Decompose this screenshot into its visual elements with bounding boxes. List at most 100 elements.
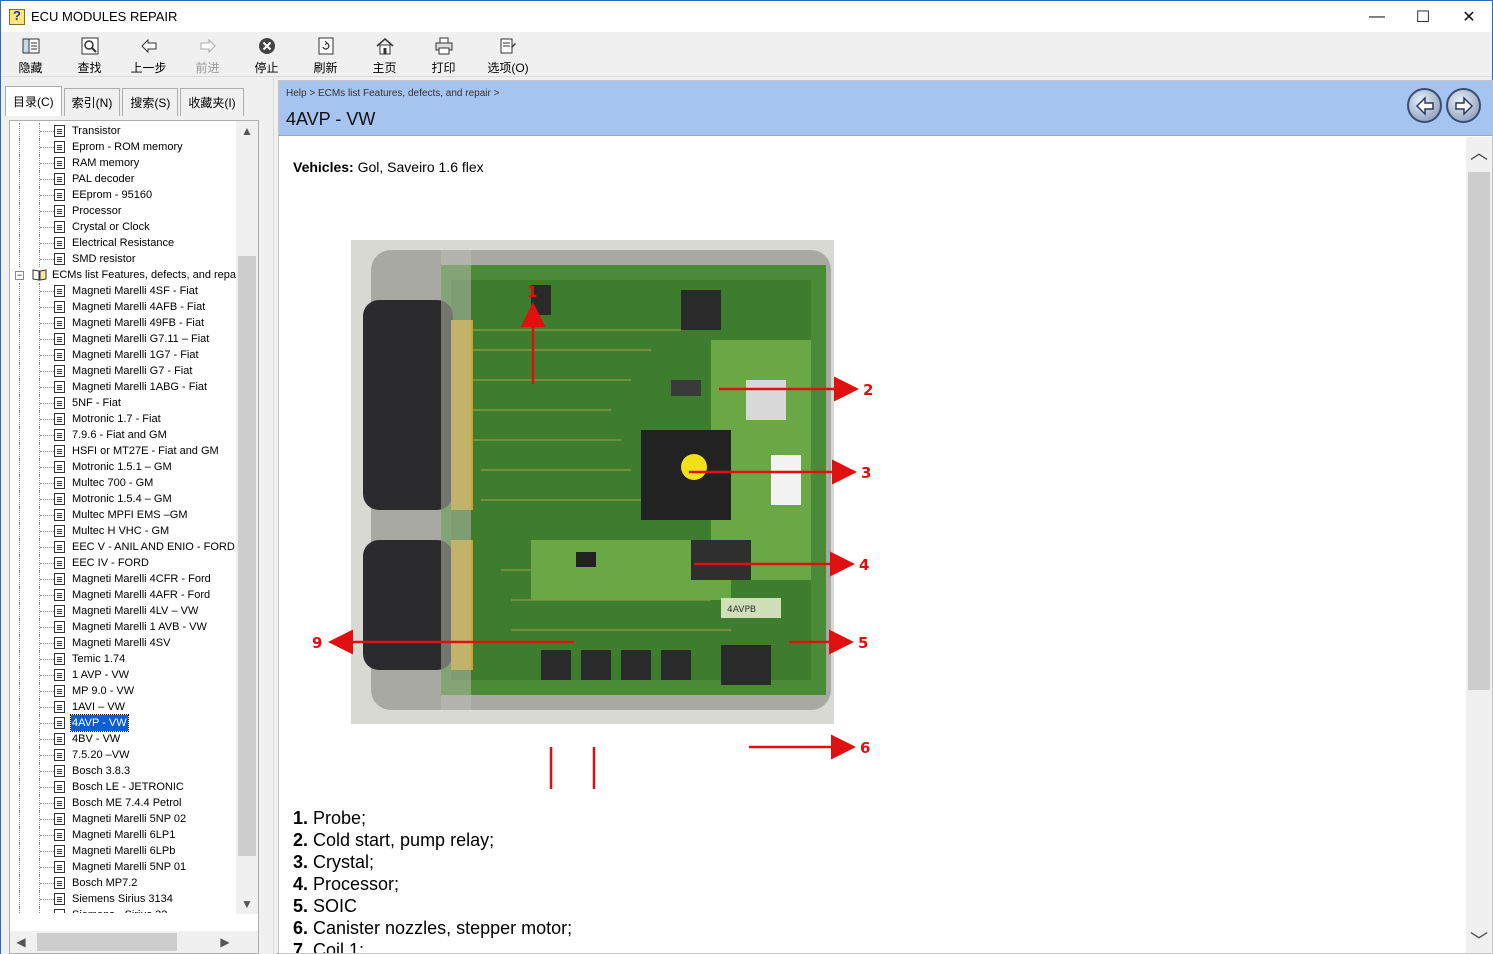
tree-item-label[interactable]: Motronic 1.5.4 – GM: [72, 493, 172, 505]
tree-item-label[interactable]: PAL decoder: [72, 173, 135, 185]
tree-item[interactable]: Magneti Marelli 1ABG - Fiat: [10, 379, 238, 395]
tree-item-label[interactable]: Magneti Marelli 1 AVB - VW: [72, 621, 207, 633]
tab-index[interactable]: 索引(N): [63, 88, 121, 116]
refresh-button[interactable]: 刷新: [296, 32, 355, 77]
previous-topic-button[interactable]: [1407, 88, 1442, 123]
tree-item-label[interactable]: Magneti Marelli 5NP 02: [72, 813, 187, 825]
tree-item-label[interactable]: Crystal or Clock: [72, 221, 150, 233]
tree-item[interactable]: Crystal or Clock: [10, 219, 238, 235]
tree-item[interactable]: Motronic 1.7 - Fiat: [10, 411, 238, 427]
tree-book-ecms-list[interactable]: −ECMs list Features, defects, and repa: [10, 267, 238, 283]
tree-item-label[interactable]: 4AVP - VW: [70, 714, 129, 732]
tree-item[interactable]: MP 9.0 - VW: [10, 683, 238, 699]
tree-item[interactable]: Motronic 1.5.4 – GM: [10, 491, 238, 507]
tree-horizontal-scrollbar[interactable]: ◀ ▶: [10, 931, 258, 953]
tree-item-label[interactable]: Magneti Marelli 49FB - Fiat: [72, 317, 205, 329]
tree-item[interactable]: Magneti Marelli 5NP 01: [10, 859, 238, 875]
stop-button[interactable]: 停止: [237, 32, 296, 77]
tree-item[interactable]: 7.5.20 –VW: [10, 747, 238, 763]
tree-item[interactable]: Magneti Marelli 4SV: [10, 635, 238, 651]
tree-item[interactable]: Motronic 1.5.1 – GM: [10, 459, 238, 475]
tree-item[interactable]: 5NF - Fiat: [10, 395, 238, 411]
find-button[interactable]: 查找: [60, 32, 119, 77]
scroll-right-icon[interactable]: ▶: [220, 935, 230, 949]
tree-item-label[interactable]: RAM memory: [72, 157, 140, 169]
tree-item-label[interactable]: Magneti Marelli 4SF - Fiat: [72, 285, 198, 297]
tree-item-label[interactable]: Motronic 1.7 - Fiat: [72, 413, 161, 425]
tree-item[interactable]: 7.9.6 - Fiat and GM: [10, 427, 238, 443]
pane-splitter[interactable]: [273, 78, 277, 954]
next-topic-button[interactable]: [1446, 88, 1481, 123]
tree-item[interactable]: Magneti Marelli 4LV – VW: [10, 603, 238, 619]
tree-item[interactable]: Magneti Marelli G7.11 – Fiat: [10, 331, 238, 347]
tree-item-label[interactable]: Bosch 3.8.3: [72, 765, 131, 777]
forward-button[interactable]: 前进: [178, 32, 237, 77]
tree-item[interactable]: Magneti Marelli 4AFR - Ford: [10, 587, 238, 603]
tree-item[interactable]: Magneti Marelli 1G7 - Fiat: [10, 347, 238, 363]
tab-contents[interactable]: 目录(C): [5, 86, 62, 116]
tree-item-label[interactable]: 7.9.6 - Fiat and GM: [72, 429, 167, 441]
tree-item[interactable]: HSFI or MT27E - Fiat and GM: [10, 443, 238, 459]
tree-item-label[interactable]: 1AVI – VW: [72, 701, 125, 713]
tree-item-label[interactable]: Bosch ME 7.4.4 Petrol: [72, 797, 182, 809]
tree-item[interactable]: Siemens - Sirius 32: [10, 907, 238, 913]
tree-item[interactable]: EEC V - ANIL AND ENIO - FORD: [10, 539, 238, 555]
content-scroll-up-icon[interactable]: ︿: [1470, 143, 1488, 163]
tree-item[interactable]: Magneti Marelli 49FB - Fiat: [10, 315, 238, 331]
tree-item[interactable]: Siemens Sirius 3134: [10, 891, 238, 907]
tree-item[interactable]: Temic 1.74: [10, 651, 238, 667]
scroll-up-icon[interactable]: ▲: [241, 124, 253, 138]
tree-item-label[interactable]: Multec MPFI EMS –GM: [72, 509, 188, 521]
tree-item-label[interactable]: Motronic 1.5.1 – GM: [72, 461, 172, 473]
tree-item[interactable]: Magneti Marelli G7 - Fiat: [10, 363, 238, 379]
tree-item[interactable]: Transistor: [10, 123, 238, 139]
tree-item[interactable]: EEC IV - FORD: [10, 555, 238, 571]
tree-item[interactable]: PAL decoder: [10, 171, 238, 187]
content-scroll-down-icon[interactable]: ﹀: [1470, 931, 1488, 951]
tree-item[interactable]: Magneti Marelli 6LP1: [10, 827, 238, 843]
content-scroll-thumb[interactable]: [1468, 172, 1490, 690]
tree-item-label[interactable]: Multec H VHC - GM: [72, 525, 170, 537]
print-button[interactable]: 打印: [414, 32, 473, 77]
tree-item[interactable]: Electrical Resistance: [10, 235, 238, 251]
tree-item-label[interactable]: Magneti Marelli 5NP 01: [72, 861, 187, 873]
tree-item[interactable]: RAM memory: [10, 155, 238, 171]
tree-item[interactable]: Multec 700 - GM: [10, 475, 238, 491]
tree-item-label[interactable]: EEC IV - FORD: [72, 557, 150, 569]
tree-item-label[interactable]: 7.5.20 –VW: [72, 749, 130, 761]
tree-item-label[interactable]: EEprom - 95160: [72, 189, 153, 201]
maximize-button[interactable]: ☐: [1415, 8, 1431, 26]
hide-button[interactable]: 隐藏: [1, 32, 60, 77]
tree-book-label[interactable]: ECMs list Features, defects, and repa: [52, 269, 237, 281]
tree-item-label[interactable]: Transistor: [72, 125, 121, 137]
back-button[interactable]: 上一步: [119, 32, 178, 77]
tree-item[interactable]: Bosch MP7.2: [10, 875, 238, 891]
tree-scroll-thumb[interactable]: [238, 256, 256, 856]
tree-item-label[interactable]: Temic 1.74: [72, 653, 126, 665]
tree-item-label[interactable]: Magneti Marelli 4AFB - Fiat: [72, 301, 206, 313]
tree-item[interactable]: Multec MPFI EMS –GM: [10, 507, 238, 523]
tree-item[interactable]: EEprom - 95160: [10, 187, 238, 203]
tree-item[interactable]: 4AVP - VW: [10, 714, 238, 732]
tab-search[interactable]: 搜索(S): [122, 88, 179, 116]
tree-item-label[interactable]: Electrical Resistance: [72, 237, 175, 249]
tree-item-label[interactable]: 5NF - Fiat: [72, 397, 121, 409]
tree-item-label[interactable]: Siemens - Sirius 32: [71, 907, 168, 913]
tree-item-label[interactable]: Magneti Marelli 4CFR - Ford: [72, 573, 211, 585]
tree-item-label[interactable]: Magneti Marelli 4LV – VW: [72, 605, 199, 617]
tree-item-label[interactable]: 1 AVP - VW: [72, 669, 130, 681]
tree-item-label[interactable]: Magneti Marelli G7.11 – Fiat: [72, 333, 210, 345]
breadcrumb[interactable]: Help > ECMs list Features, defects, and …: [286, 88, 500, 99]
tree-item-label[interactable]: SMD resistor: [72, 253, 136, 265]
tree-item[interactable]: Magneti Marelli 4AFB - Fiat: [10, 299, 238, 315]
tree-item[interactable]: Magneti Marelli 4CFR - Ford: [10, 571, 238, 587]
tree-item-label[interactable]: Bosch MP7.2: [72, 877, 138, 889]
tree-item-label[interactable]: Magneti Marelli 1ABG - Fiat: [72, 381, 208, 393]
tree-item[interactable]: 4BV - VW: [10, 731, 238, 747]
tree-item[interactable]: 1 AVP - VW: [10, 667, 238, 683]
tree-item[interactable]: Magneti Marelli 5NP 02: [10, 811, 238, 827]
tree-item-label[interactable]: EEC V - ANIL AND ENIO - FORD: [72, 541, 235, 553]
close-button[interactable]: ✕: [1462, 8, 1476, 26]
options-button[interactable]: 选项(O): [473, 32, 543, 77]
tree-item[interactable]: Multec H VHC - GM: [10, 523, 238, 539]
